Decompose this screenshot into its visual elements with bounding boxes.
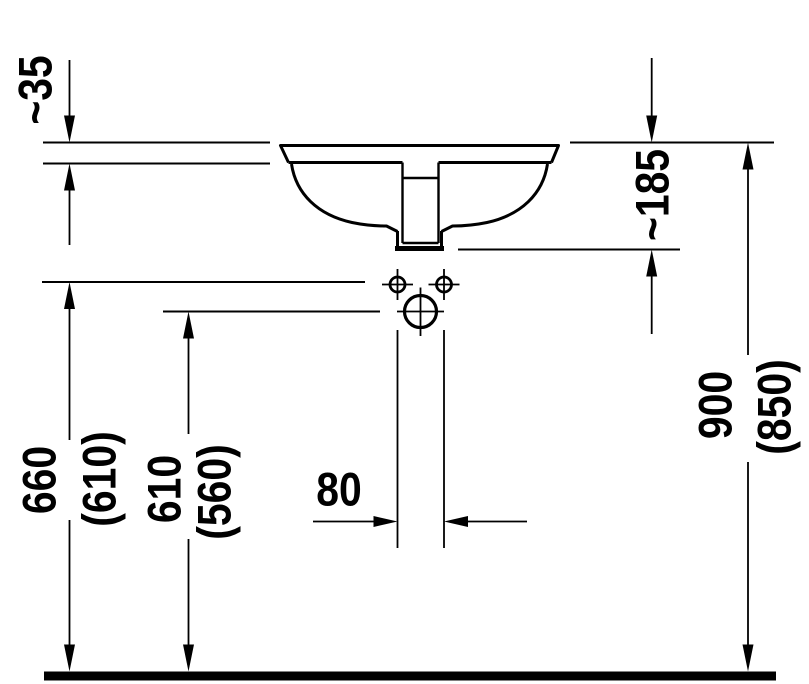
dim-countertop-thickness-label: ~35 [10, 55, 62, 124]
arrowhead-left [444, 516, 468, 527]
dim-hole-spacing: 80 [313, 330, 527, 548]
dim-drain-hole-height-label: 610 [139, 455, 191, 523]
arrowhead-down [742, 644, 754, 672]
fixing-hole-left-crosshair [382, 269, 413, 300]
fixing-hole-right-crosshair [428, 269, 460, 300]
arrowhead-down [183, 644, 194, 672]
dim-counter-height-label: 900 [690, 371, 742, 439]
basin-rim [279, 144, 560, 164]
countertop-lines [43, 141, 774, 165]
dim-upper-holes-height: 660 (610) [14, 282, 126, 672]
arrowhead-up [646, 249, 658, 277]
arrowhead-down [64, 115, 75, 143]
arrowhead-up [183, 311, 194, 339]
washbasin-front-view [279, 144, 560, 251]
dim-upper-holes-height-alt-label: (610) [74, 431, 126, 526]
dim-counter-height: 900 (850) [690, 142, 801, 672]
drain-hole-crosshair [397, 287, 444, 336]
dim-counter-height-alt-label: (850) [749, 359, 801, 454]
dim-countertop-thickness: ~35 [10, 55, 75, 245]
dim-drain-hole-height: 610 (560) [139, 311, 241, 672]
arrowhead-up [742, 142, 754, 170]
dim-basin-depth-label: ~185 [627, 149, 679, 241]
dim-upper-holes-height-label: 660 [14, 446, 66, 514]
dim-basin-depth: ~185 [627, 58, 679, 334]
arrowhead-up [64, 282, 75, 309]
arrowhead-down [646, 115, 658, 143]
dim-hole-spacing-label: 80 [316, 464, 361, 516]
arrowhead-down [64, 644, 75, 672]
arrowhead-up [64, 163, 75, 191]
basin-bowl-right [440, 163, 549, 233]
level-lines [42, 248, 680, 313]
basin-bowl-left [290, 163, 399, 233]
tap-holes [382, 269, 460, 336]
dim-drain-hole-height-alt-label: (560) [189, 444, 241, 539]
arrowhead-right [373, 516, 398, 527]
